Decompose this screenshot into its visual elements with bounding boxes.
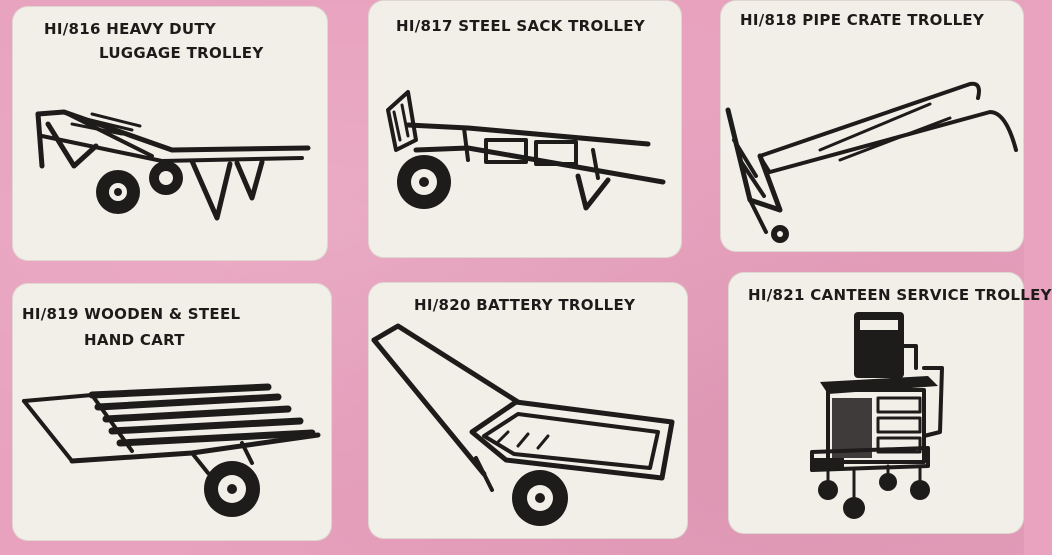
- hand-cart-illustration: [22, 383, 321, 517]
- product-card-hi820: HI/820 BATTERY TROLLEY: [368, 282, 688, 539]
- product-card-hi817: HI/817 STEEL SACK TROLLEY: [368, 0, 682, 258]
- product-card-hi819: HI/819 WOODEN & STEEL HAND CART: [12, 283, 332, 541]
- product-title-line1: HI/819 WOODEN & STEEL: [22, 305, 241, 323]
- product-title-line1: HI/818 PIPE CRATE TROLLEY: [740, 11, 985, 29]
- product-title-line2: LUGGAGE TROLLEY: [99, 44, 264, 62]
- luggage-trolley-illustration: [35, 109, 311, 221]
- battery-trolley-illustration: [371, 323, 675, 526]
- product-title-line1: HI/817 STEEL SACK TROLLEY: [396, 17, 645, 35]
- product-title-line1: HI/821 CANTEEN SERVICE TROLLEY: [748, 286, 1052, 304]
- product-card-hi818: HI/818 PIPE CRATE TROLLEY: [720, 0, 1024, 252]
- product-card-hi821: HI/821 CANTEEN SERVICE TROLLEY: [728, 272, 1052, 534]
- canteen-service-trolley-illustration: [810, 312, 944, 519]
- pipe-crate-trolley-illustration: [725, 81, 1018, 243]
- product-card-hi816: HI/816 HEAVY DUTY LUGGAGE TROLLEY: [12, 6, 328, 261]
- product-title-line1: HI/820 BATTERY TROLLEY: [414, 296, 636, 314]
- product-title-line1: HI/816 HEAVY DUTY: [44, 20, 217, 38]
- sack-trolley-illustration: [386, 90, 666, 211]
- product-title-line2: HAND CART: [84, 331, 185, 349]
